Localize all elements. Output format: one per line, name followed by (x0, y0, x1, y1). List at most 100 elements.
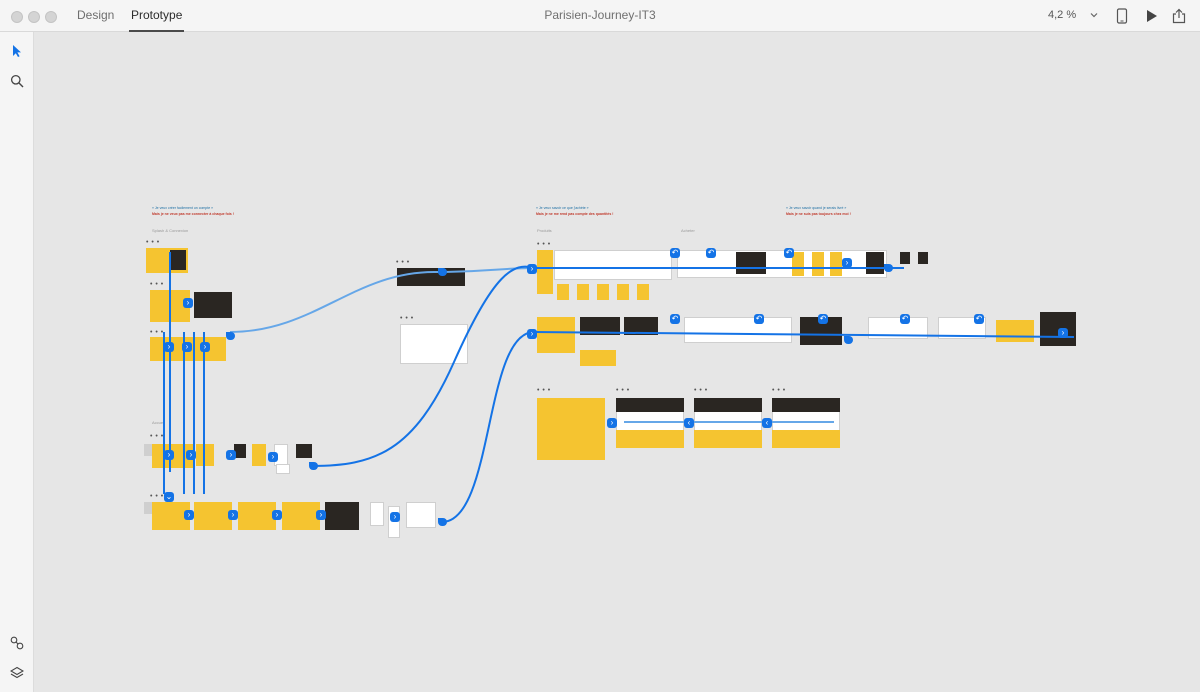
flow-chevron-icon[interactable]: › (527, 264, 537, 274)
artboard-product[interactable] (580, 350, 616, 366)
artboard-product-list[interactable] (554, 250, 672, 280)
artboard-page[interactable] (370, 502, 384, 526)
play-icon[interactable] (1145, 9, 1159, 23)
artboard-product[interactable] (830, 252, 842, 276)
artboard-image (624, 317, 658, 335)
artboard-menu-dots[interactable]: • • • (150, 493, 164, 500)
artboard-catalogue[interactable] (537, 398, 605, 460)
flow-chevron-icon[interactable]: › (186, 450, 196, 460)
tab-prototype[interactable]: Prototype (129, 0, 185, 32)
flow-chevron-icon[interactable]: ‹ (684, 418, 694, 428)
flow-link-handle[interactable] (438, 268, 447, 276)
persona-pain: Mais je ne suis pas toujours chez moi ! (786, 212, 851, 216)
artboard-product-detail[interactable] (537, 317, 575, 353)
artboard-onboarding[interactable] (152, 502, 190, 530)
flow-back-icon[interactable]: ↶ (974, 314, 984, 324)
flow-back-icon[interactable]: ↶ (670, 314, 680, 324)
flow-link-handle[interactable] (844, 336, 853, 344)
flow-chevron-icon[interactable]: › (183, 298, 193, 308)
flow-chevron-icon[interactable]: › (527, 329, 537, 339)
artboard-menu-dots[interactable]: • • • (150, 329, 164, 336)
flow-back-icon[interactable]: ↶ (818, 314, 828, 324)
artboard-band (616, 430, 684, 448)
artboard-product[interactable] (617, 284, 629, 300)
share-icon[interactable] (1171, 8, 1187, 24)
zoom-window-button[interactable] (45, 11, 57, 23)
tab-design[interactable]: Design (77, 8, 115, 22)
layers-icon[interactable] (10, 666, 24, 680)
flow-chevron-icon[interactable]: › (228, 510, 238, 520)
device-preview-icon[interactable] (1116, 8, 1128, 24)
artboard-onboarding[interactable] (282, 502, 320, 530)
artboard-image (900, 252, 910, 264)
flow-chevron-icon[interactable]: › (164, 450, 174, 460)
artboard-image (772, 398, 840, 412)
artboard-menu-dots[interactable]: • • • (616, 387, 630, 394)
artboard-product[interactable] (597, 284, 609, 300)
minimize-window-button[interactable] (28, 11, 40, 23)
flow-link-handle[interactable] (884, 264, 893, 272)
group-label: Acheter (681, 228, 695, 233)
flow-chevron-icon[interactable]: › (184, 510, 194, 520)
flow-chevron-icon[interactable]: › (390, 512, 400, 522)
artboard-menu-dots[interactable]: • • • (694, 387, 708, 394)
artboard-menu-dots[interactable]: • • • (150, 281, 164, 288)
persona-pain: Mais je ne veux pas me connecter à chaqu… (152, 212, 234, 216)
persona-quote: « Je veux savoir ce que j'achète » (536, 206, 589, 210)
artboard-home[interactable] (252, 444, 266, 466)
artboard-page[interactable] (276, 464, 290, 474)
flow-chevron-icon[interactable]: ⌄ (164, 492, 174, 502)
artboard-product[interactable] (812, 252, 824, 276)
flow-back-icon[interactable]: ↶ (784, 248, 794, 258)
flow-back-icon[interactable]: ↶ (754, 314, 764, 324)
artboard-menu-dots[interactable]: • • • (150, 433, 164, 440)
title-bar: Design Prototype Parisien-Journey-IT3 4,… (0, 0, 1200, 32)
artboard-onboarding[interactable] (194, 502, 232, 530)
artboard-product[interactable] (557, 284, 569, 300)
flow-chevron-icon[interactable]: › (200, 342, 210, 352)
artboard-product[interactable] (792, 252, 804, 276)
artboard-product[interactable] (637, 284, 649, 300)
plugins-icon[interactable] (10, 636, 24, 650)
flow-chevron-icon[interactable]: › (272, 510, 282, 520)
flow-back-icon[interactable]: ↶ (706, 248, 716, 258)
artboard-menu-dots[interactable]: • • • (396, 259, 410, 266)
flow-back-icon[interactable]: ↶ (900, 314, 910, 324)
flow-link-handle[interactable] (226, 332, 235, 340)
zoom-level[interactable]: 4,2 % (1048, 9, 1077, 21)
flow-chevron-icon[interactable]: › (607, 418, 617, 428)
chevron-down-icon[interactable] (1089, 10, 1099, 20)
artboard-products[interactable] (537, 250, 553, 294)
flow-link-handle[interactable] (309, 462, 318, 470)
artboard-band (694, 430, 762, 448)
artboard-menu-dots[interactable]: • • • (537, 241, 551, 248)
artboard-cart[interactable] (684, 317, 792, 343)
flow-chevron-icon[interactable]: ‹ (762, 418, 772, 428)
flow-chevron-icon[interactable]: › (1058, 328, 1068, 338)
flow-chevron-icon[interactable]: › (182, 342, 192, 352)
flow-chevron-icon[interactable]: › (842, 258, 852, 268)
flow-chevron-icon[interactable]: › (164, 342, 174, 352)
flow-back-icon[interactable]: ↶ (670, 248, 680, 258)
close-window-button[interactable] (11, 11, 23, 23)
artboard-menu-dots[interactable]: • • • (400, 315, 414, 322)
left-toolbar (0, 32, 34, 692)
artboard-checkout[interactable] (868, 317, 928, 339)
artboard-image (234, 444, 246, 458)
zoom-search-icon[interactable] (10, 74, 24, 88)
artboard-menu-dots[interactable]: • • • (772, 387, 786, 394)
prototype-canvas[interactable]: « Je veux créer facilement un compte » M… (34, 32, 1200, 692)
flow-chevron-icon[interactable]: › (316, 510, 326, 520)
artboard-page[interactable] (406, 502, 436, 528)
artboard-image (325, 502, 359, 530)
group-label: Splash & Connexion (152, 228, 189, 233)
flow-link-handle[interactable] (438, 518, 447, 526)
artboard-product[interactable] (577, 284, 589, 300)
artboard-menu-dots[interactable]: • • • (146, 239, 160, 246)
artboard-onboarding[interactable] (238, 502, 276, 530)
group-label: Accueil (152, 420, 165, 425)
select-arrow-icon[interactable] (10, 44, 24, 58)
artboard-menu-dots[interactable]: • • • (537, 387, 551, 394)
flow-chevron-icon[interactable]: › (268, 452, 278, 462)
flow-chevron-icon[interactable]: › (226, 450, 236, 460)
